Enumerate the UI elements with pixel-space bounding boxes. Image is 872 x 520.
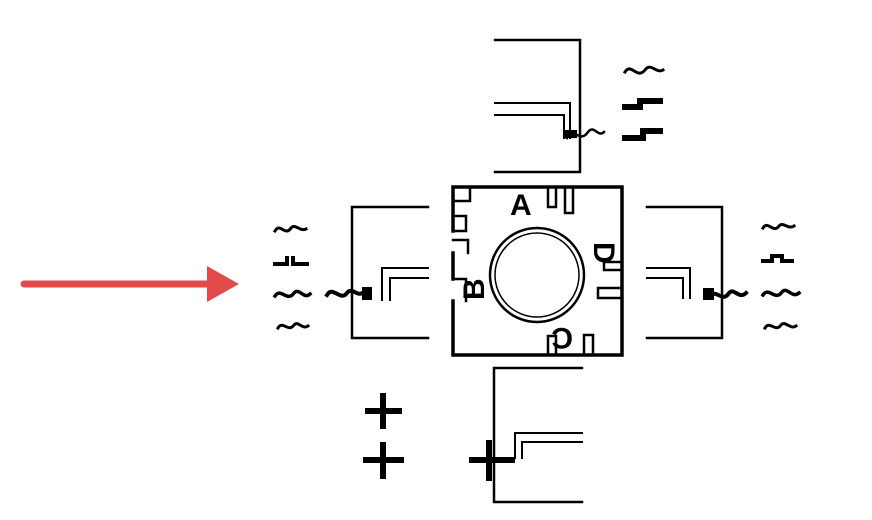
- left-piece: [324, 205, 430, 340]
- step-edge-icon: [273, 256, 309, 266]
- right-piece-options: [760, 222, 802, 331]
- label-c: C: [551, 321, 573, 354]
- bottom-piece: [469, 366, 584, 504]
- wave-edge-icon: [760, 288, 802, 298]
- left-piece-options: [272, 224, 313, 331]
- wave-edge-icon: [760, 222, 797, 231]
- wave-edge-icon: [622, 65, 666, 75]
- top-piece-options: [622, 65, 666, 141]
- right-piece: [645, 205, 749, 340]
- wave-edge-icon: [762, 322, 799, 331]
- step-edge-icon: [622, 98, 663, 110]
- bottom-piece-options: [363, 393, 404, 479]
- label-d: D: [587, 242, 620, 264]
- wave-edge-icon: [275, 322, 311, 331]
- wave-edge-icon: [272, 224, 309, 234]
- step-edge-icon: [622, 128, 663, 141]
- label-a: A: [510, 189, 532, 222]
- label-b: B: [458, 278, 491, 300]
- cross-edge-icon: [469, 440, 515, 481]
- cross-edge-icon: [363, 442, 404, 479]
- center-square: [451, 185, 624, 357]
- step-edge-icon: [761, 254, 794, 263]
- cross-edge-icon: [365, 393, 402, 429]
- red-arrow-icon: [20, 266, 239, 302]
- top-piece: [493, 38, 606, 174]
- wave-edge-icon: [272, 289, 313, 299]
